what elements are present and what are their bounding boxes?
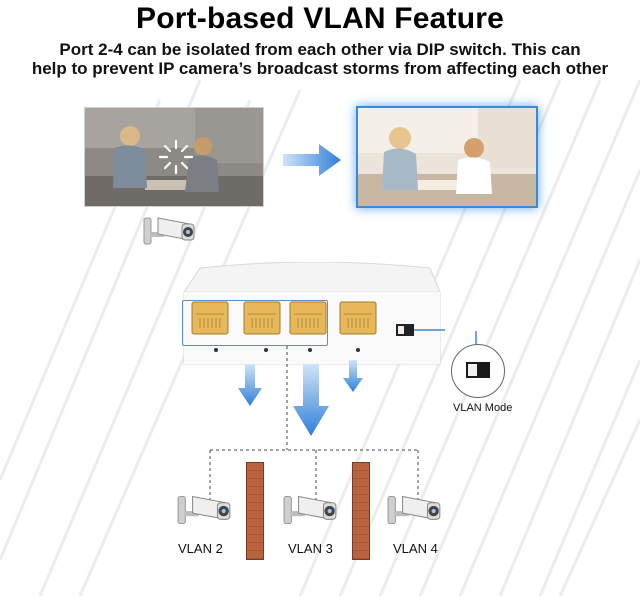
arrow-down-icon xyxy=(238,364,262,406)
ethernet-switch xyxy=(183,262,445,365)
vlan-mode-strong: VLAN xyxy=(453,402,482,414)
brick-wall xyxy=(246,462,264,560)
vlan-2-label: VLAN 2 xyxy=(178,541,223,556)
vlan-mode-caption: VLAN Mode xyxy=(453,402,512,414)
cctv-camera-icon xyxy=(283,495,337,524)
cctv-camera-icon xyxy=(177,495,231,524)
clear-photo xyxy=(356,106,538,208)
arrow-down-icon xyxy=(343,360,363,392)
broadcast-storm-icon xyxy=(158,139,194,175)
page-title: Port-based VLAN Feature xyxy=(136,2,504,35)
vlan-mode-rest: Mode xyxy=(481,402,513,414)
subtitle-line-1: Port 2-4 can be isolated from each other… xyxy=(59,40,581,59)
vlan-4-label: VLAN 4 xyxy=(393,541,438,556)
dip-switch-zoom[interactable] xyxy=(451,344,505,398)
subtitle: Port 2-4 can be isolated from each other… xyxy=(0,40,640,78)
subtitle-line-2: help to prevent IP camera’s broadcast st… xyxy=(31,59,609,78)
rj45-port-icon xyxy=(191,301,377,335)
storm-photo xyxy=(84,107,264,207)
vlan-3-label: VLAN 3 xyxy=(288,541,333,556)
arrow-right-icon xyxy=(283,144,341,176)
arrow-down-icon xyxy=(293,364,329,436)
vlan-port-group xyxy=(182,300,328,346)
dip-switch-icon xyxy=(466,362,490,378)
cctv-camera-icon xyxy=(143,217,195,245)
brick-wall xyxy=(352,462,370,560)
cctv-camera-icon xyxy=(387,495,441,524)
